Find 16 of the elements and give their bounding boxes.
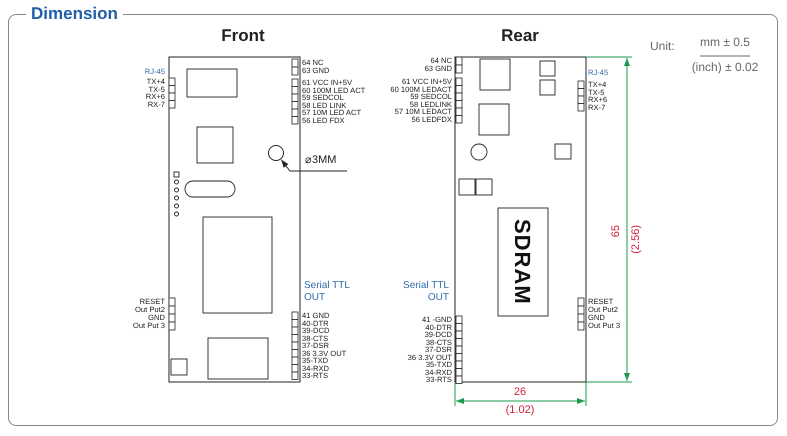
hole-size-label: ⌀3MM	[305, 155, 336, 166]
mounting-hole	[268, 145, 284, 161]
dimension-value: 65	[611, 225, 622, 238]
leader-line	[280, 159, 348, 172]
dimension-value: (2.56)	[631, 225, 642, 254]
view-heading: Rear	[501, 27, 539, 44]
tolerance-value: mm ± 0.5	[700, 36, 750, 48]
section-title: Dimension	[26, 5, 123, 22]
unit-label: Unit:	[650, 40, 675, 52]
connector-label: Serial TTL OUT	[402, 280, 449, 303]
chip-label: SDRAM	[511, 219, 533, 305]
view-heading: Front	[221, 27, 265, 44]
dimension-value: 26	[514, 387, 526, 398]
tolerance-value: (inch) ± 0.02	[692, 61, 758, 73]
dimension-value: (1.02)	[506, 405, 534, 416]
connector-label: Serial TTL OUT	[304, 280, 351, 303]
